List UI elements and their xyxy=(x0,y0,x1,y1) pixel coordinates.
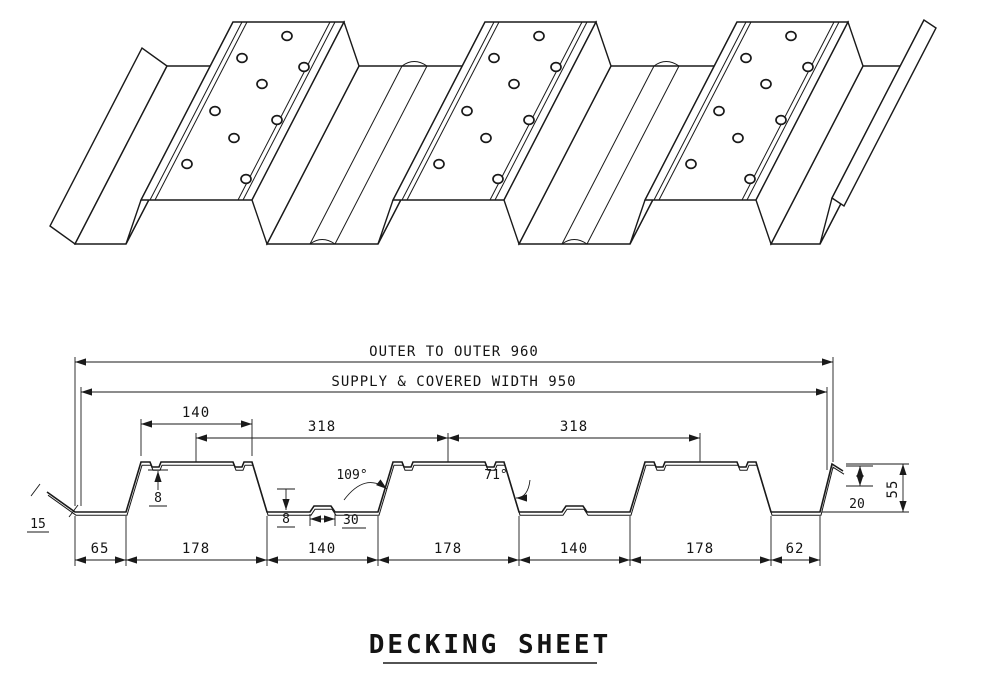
profile-thickness-line xyxy=(47,464,845,516)
dim-outer-width: OUTER TO OUTER 960 xyxy=(75,344,833,366)
dim-crest-top-label: 140 xyxy=(182,405,210,421)
dim-bottom-1: 178 xyxy=(182,541,210,557)
dim-crest-top: 140 xyxy=(141,405,252,428)
dim-left-hem: 15 xyxy=(27,483,79,533)
dim-crest-groove-depth-label: 8 xyxy=(154,491,162,506)
dim-crest-groove-depth: 8 xyxy=(148,469,168,507)
dim-bottom-6: 62 xyxy=(786,541,805,557)
dim-right-hem-label: 20 xyxy=(849,497,865,512)
dim-covered-width-label: SUPPLY & COVERED WIDTH 950 xyxy=(331,374,576,390)
dim-right-hem: 20 xyxy=(846,465,873,513)
sheet-bottom-flats xyxy=(49,18,937,246)
dim-angle-web-label: 71° xyxy=(484,468,507,483)
dim-pitch-left-label: 318 xyxy=(308,419,336,435)
dim-pitch-left: 318 xyxy=(196,419,448,442)
drawing-title: DECKING SHEET xyxy=(369,630,612,664)
profile-outline xyxy=(46,461,845,516)
dim-pitch-right: 318 xyxy=(448,419,700,442)
profile-view: OUTER TO OUTER 960 SUPPLY & COVERED WIDT… xyxy=(27,344,909,566)
dim-covered-width: SUPPLY & COVERED WIDTH 950 xyxy=(81,374,827,396)
dim-sheet-height-label: 55 xyxy=(885,480,901,499)
dim-valley-flute-depth: 8 xyxy=(277,488,295,528)
isometric-view xyxy=(49,18,937,246)
dim-valley-flute-width: 30 xyxy=(310,513,366,529)
dim-valley-flute-depth-label: 8 xyxy=(282,512,290,527)
dim-bottom-4: 140 xyxy=(560,541,588,557)
dim-bottom-0: 65 xyxy=(91,541,110,557)
dim-pitch-right-label: 318 xyxy=(560,419,588,435)
profile-line xyxy=(46,461,844,513)
dim-bottom-chain: 65 178 140 178 140 178 62 xyxy=(75,541,820,564)
dim-angle-valley: 109° xyxy=(336,468,388,501)
sheet-ribs xyxy=(125,20,864,246)
rib-stiffener-grooves xyxy=(149,21,840,201)
perforation-holes xyxy=(181,30,814,185)
dim-left-hem-label: 15 xyxy=(30,517,46,532)
dim-angle-valley-label: 109° xyxy=(336,468,367,483)
right-edge-hook xyxy=(831,18,937,208)
drawing-title-label: DECKING SHEET xyxy=(369,630,612,660)
valley-flutes xyxy=(309,61,680,245)
dim-sheet-height: 55 xyxy=(885,464,907,512)
dim-bottom-2: 140 xyxy=(308,541,336,557)
dim-bottom-3: 178 xyxy=(434,541,462,557)
dim-bottom-5: 178 xyxy=(686,541,714,557)
dim-outer-width-label: OUTER TO OUTER 960 xyxy=(369,344,539,360)
dim-valley-flute-width-label: 30 xyxy=(343,513,359,528)
dim-angle-web: 71° xyxy=(484,468,531,502)
